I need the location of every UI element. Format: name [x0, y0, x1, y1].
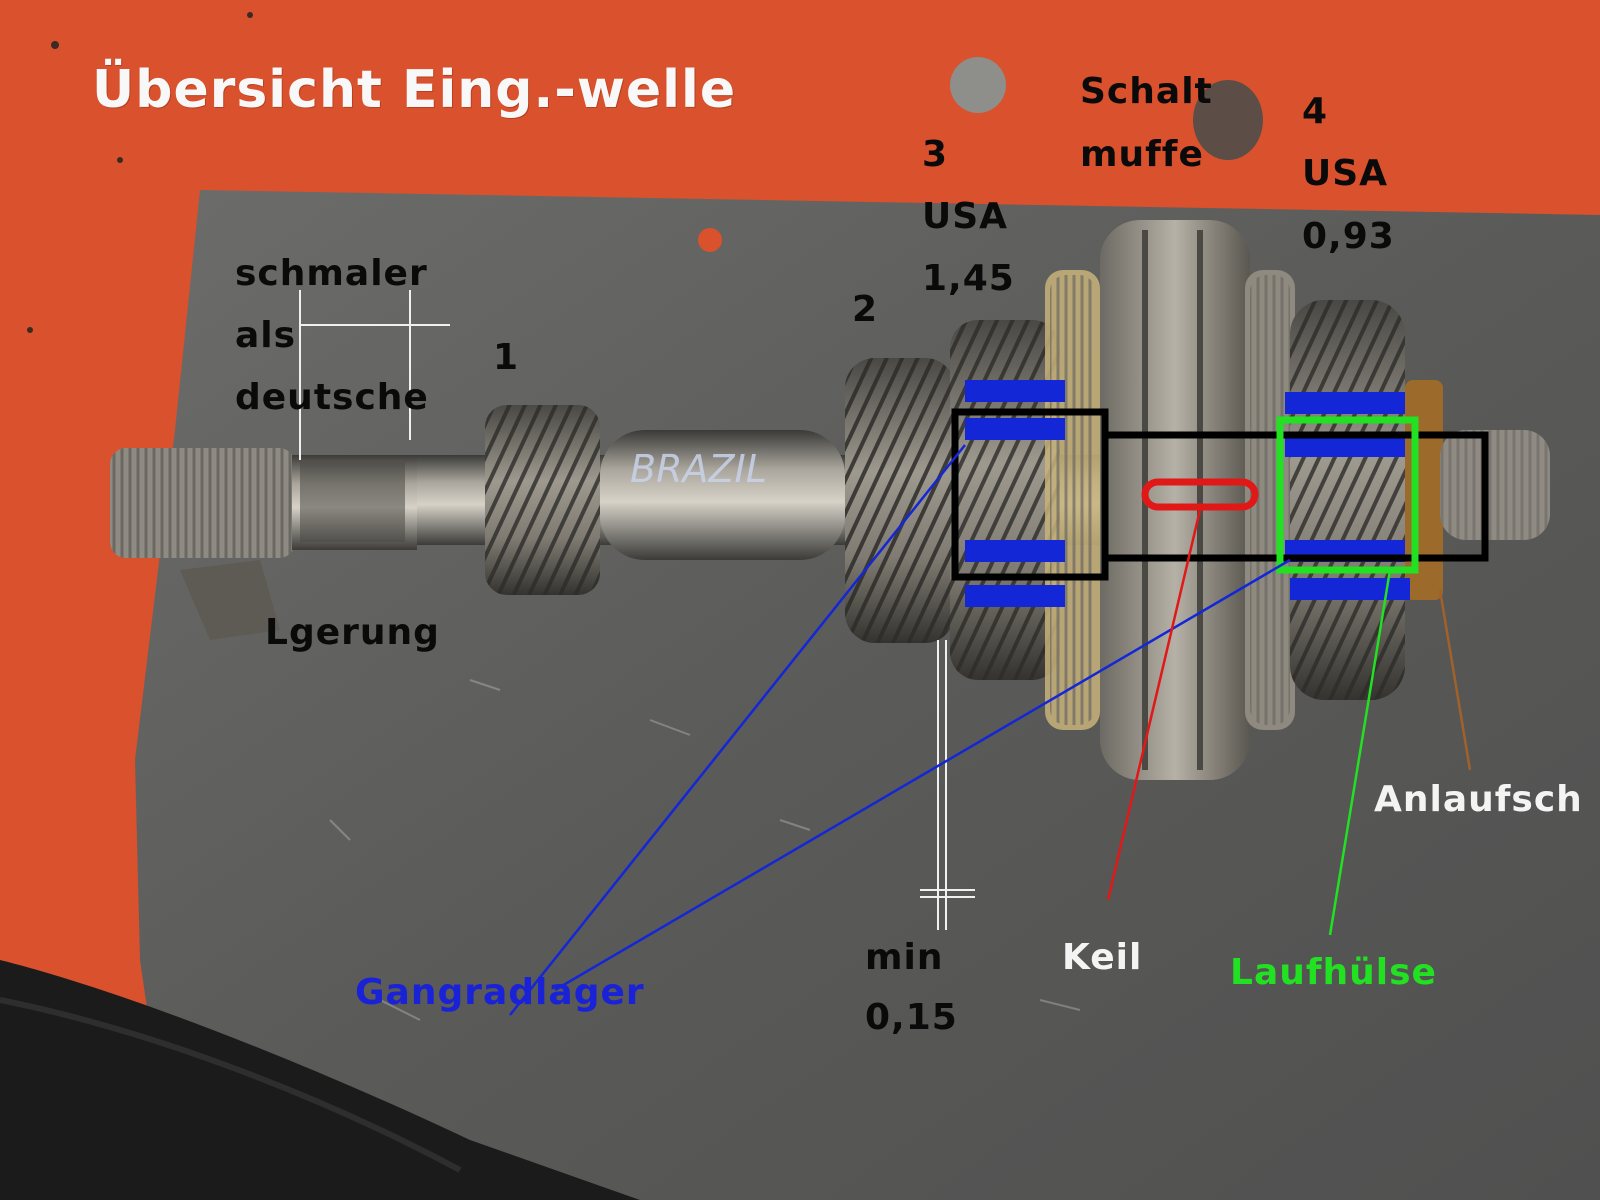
label-gear-3-number: 3 [922, 134, 949, 175]
label-gear-4-ratio: 0,93 [1302, 216, 1395, 257]
label-laufhuelse: Laufhülse [1230, 952, 1437, 993]
bracket [180, 560, 280, 640]
label-gear-2: 2 [852, 289, 879, 330]
page-title: Übersicht Eing.-welle [92, 60, 737, 120]
red-oval [1141, 478, 1259, 511]
label-schmaler: schmaler [235, 253, 428, 294]
label-gangradlager: Gangradlager [355, 972, 645, 1013]
leader-lines [509, 444, 1472, 1016]
label-lgerung: Lgerung [265, 612, 440, 653]
label-gear-1: 1 [493, 337, 520, 378]
label-min-value: 0,15 [865, 997, 958, 1038]
plate-hole [698, 228, 722, 252]
label-keil: Keil [1062, 937, 1143, 978]
label-als: als [235, 315, 297, 356]
shift-sleeve [1100, 220, 1250, 780]
label-muffe: muffe [1080, 134, 1204, 175]
label-anlaufsch: Anlaufsch [1374, 779, 1583, 820]
shaft-marking: BRAZIL [630, 447, 767, 491]
measurement-lines [299, 290, 975, 930]
dark-stain [1193, 80, 1263, 160]
black-outline-boxes [951, 408, 1489, 581]
label-gear-3-usa: USA [922, 196, 1009, 237]
label-gear-3-ratio: 1,45 [922, 258, 1015, 299]
shaft-middle [600, 430, 845, 560]
label-deutsche: deutsche [235, 377, 429, 418]
rivet [950, 57, 1006, 113]
label-gear-4-usa: USA [1302, 153, 1389, 194]
label-min: min [865, 937, 944, 978]
label-gear-4-number: 4 [1302, 91, 1329, 132]
rubber-belt [0, 960, 640, 1200]
green-box [1276, 416, 1419, 574]
label-schalt: Schalt [1080, 71, 1213, 112]
